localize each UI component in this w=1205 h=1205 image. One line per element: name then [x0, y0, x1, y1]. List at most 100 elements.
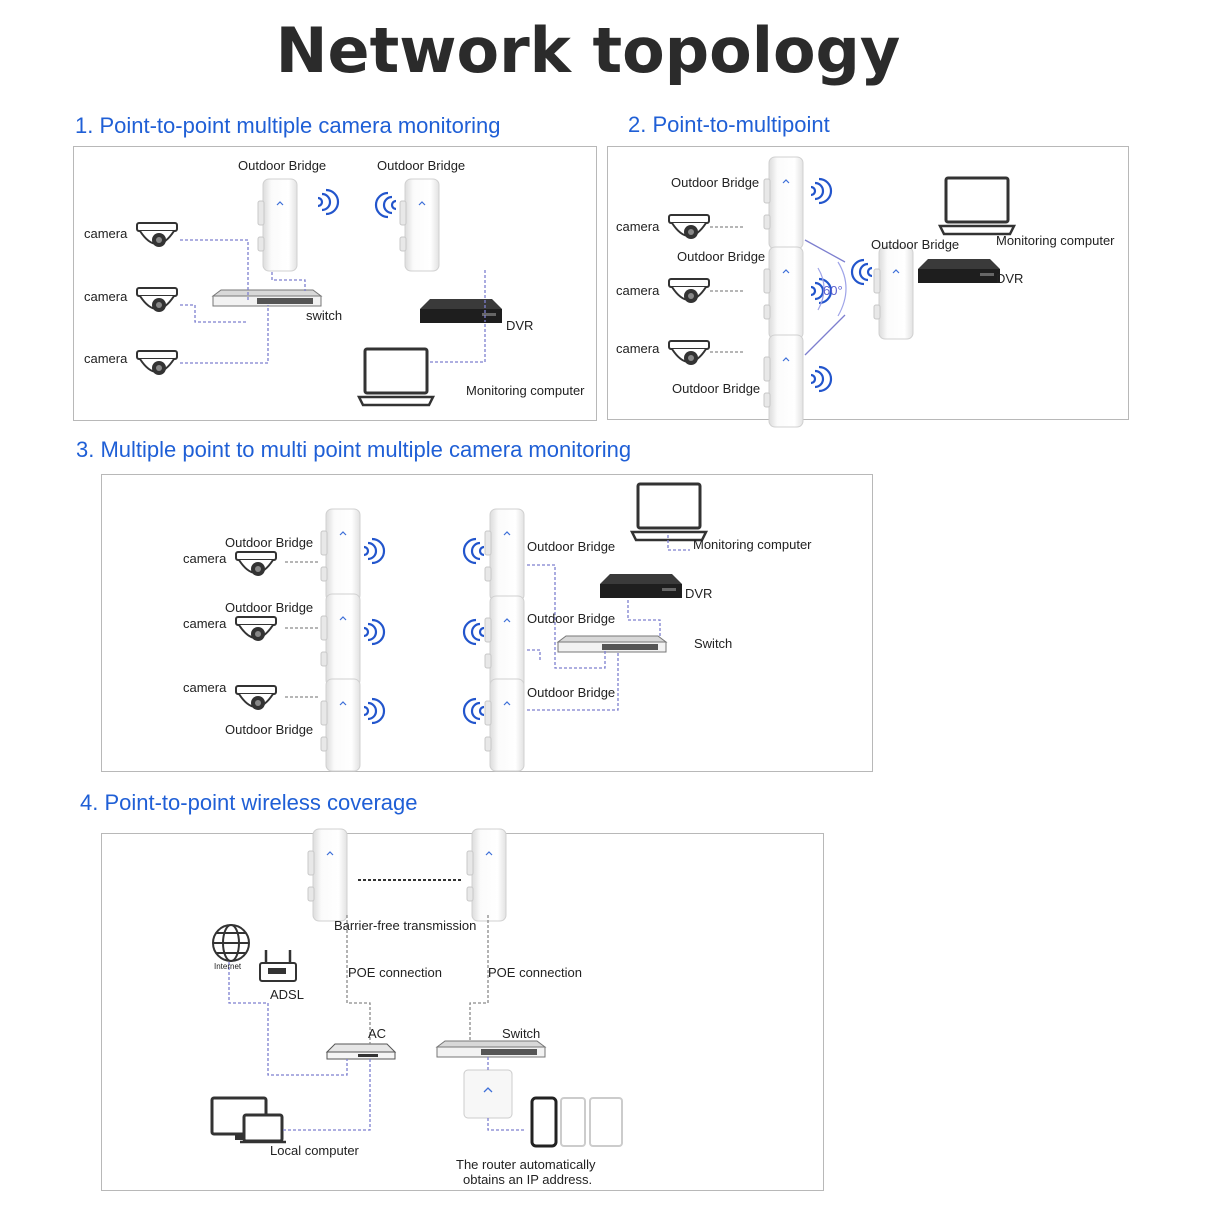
page-title: Network topology — [275, 14, 901, 87]
p1-camera-1-label: camera — [84, 226, 128, 241]
p2-bridge-center-label: Outdoor Bridge — [871, 237, 960, 252]
p4-switch — [436, 1040, 546, 1058]
p4-transmission-label: Barrier-free transmission — [334, 918, 477, 933]
p2-bridge-3-label: Outdoor Bridge — [672, 381, 761, 396]
panel-point-to-point — [73, 146, 597, 421]
p3-bridge-l2-label: Outdoor Bridge — [225, 600, 314, 615]
router-icon — [463, 1069, 513, 1119]
adsl-modem-icon — [259, 950, 297, 982]
p3-camera-links — [285, 561, 320, 698]
p1-devices — [136, 178, 502, 407]
p1-camera-3 — [136, 350, 178, 376]
tablet-icon — [560, 1097, 623, 1147]
p1-bridge-a-label: Outdoor Bridge — [238, 158, 327, 173]
p1-switch-label: switch — [306, 308, 343, 323]
p1-bridge-a — [257, 178, 298, 272]
p3-switch — [557, 635, 667, 653]
p4-router-note-line1: The router automatically — [456, 1157, 596, 1172]
p1-links — [180, 239, 486, 364]
p3-computer — [630, 482, 708, 542]
p4-lan-lines — [228, 962, 525, 1131]
p2-wifi-icon-1 — [809, 177, 833, 205]
p3-bridge-r3 — [484, 678, 525, 772]
p3-bridge-l1 — [320, 508, 361, 602]
p3-camera-2 — [235, 616, 277, 642]
p3-wifi-icon-l3 — [362, 697, 386, 725]
p1-dvr-label: DVR — [506, 318, 534, 333]
p1-switch — [212, 289, 322, 307]
p3-dvr — [600, 574, 682, 598]
p3-bridge-r1 — [484, 508, 525, 602]
p4-devices — [307, 828, 546, 1058]
p4-internet-label: Internet — [214, 962, 242, 971]
p2-camera-links — [710, 226, 745, 353]
p2-computer — [938, 176, 1016, 236]
p3-dvr-label: DVR — [685, 586, 713, 601]
p4-local-computer-label: Local computer — [270, 1143, 359, 1158]
p2-camera-1-label: camera — [616, 219, 660, 234]
p1-wifi-icon-a — [316, 188, 340, 216]
p3-wifi-icon-l2 — [362, 618, 386, 646]
section-4-title: 4. Point-to-point wireless coverage — [80, 790, 418, 815]
p4-ac-label: AC — [368, 1026, 387, 1041]
p3-bridge-r2-label: Outdoor Bridge — [527, 611, 616, 626]
p2-computer-label: Monitoring computer — [996, 233, 1115, 248]
p3-wifi-icon-r1 — [462, 537, 486, 565]
p4-poe-right-label: POE connection — [488, 965, 582, 980]
p2-camera-2 — [668, 278, 710, 304]
p4-switch-label: Switch — [502, 1026, 541, 1041]
p2-bridge-2-label: Outdoor Bridge — [677, 249, 766, 264]
p3-bridge-l2 — [320, 593, 361, 687]
p3-wifi-icon-l1 — [362, 537, 386, 565]
p3-camera-1-label: camera — [183, 551, 227, 566]
p2-wifi-icon-center — [850, 258, 874, 286]
p1-camera-1 — [136, 222, 178, 248]
p1-dvr — [420, 299, 502, 323]
internet-globe-icon — [212, 924, 250, 962]
p4-poe-lines — [346, 915, 489, 1044]
p3-bridge-r2 — [484, 595, 525, 689]
section-1-title: 1. Point-to-point multiple camera monito… — [75, 113, 501, 138]
p4-poe-left-label: POE connection — [348, 965, 442, 980]
p1-wifi-icon-b — [374, 191, 398, 219]
p3-bridge-r1-label: Outdoor Bridge — [527, 539, 616, 554]
ac-device-icon — [325, 1043, 397, 1060]
p3-wifi-icon-r3 — [462, 697, 486, 725]
p2-angle-label: 60° — [823, 283, 843, 298]
section-3-title: 3. Multiple point to multi point multipl… — [76, 437, 632, 462]
p2-angle-arc — [817, 261, 847, 317]
section-2-title: 2. Point-to-multipoint — [628, 112, 830, 137]
p2-dvr-label: DVR — [996, 271, 1024, 286]
p4-router-note-line2: obtains an IP address. — [463, 1172, 593, 1187]
p1-bridge-b-label: Outdoor Bridge — [377, 158, 466, 173]
p4-bridge-right — [466, 828, 507, 922]
p2-bridge-1 — [763, 156, 804, 250]
p2-bridge-center — [873, 246, 914, 340]
p2-bridge-1-label: Outdoor Bridge — [671, 175, 760, 190]
p3-camera-1 — [235, 551, 277, 577]
p2-camera-1 — [668, 214, 710, 240]
p3-computer-label: Monitoring computer — [693, 537, 812, 552]
p2-camera-3 — [668, 340, 710, 366]
p1-camera-3-label: camera — [84, 351, 128, 366]
p3-bridge-r3-label: Outdoor Bridge — [527, 685, 616, 700]
p2-camera-2-label: camera — [616, 283, 660, 298]
p2-wireless-links — [804, 239, 846, 356]
p2-wifi-icon-3 — [809, 365, 833, 393]
p3-bridge-l3-label: Outdoor Bridge — [225, 722, 314, 737]
p3-camera-2-label: camera — [183, 616, 227, 631]
p3-camera-3-label: camera — [183, 680, 227, 695]
p3-camera-3 — [235, 685, 277, 711]
p4-adsl-label: ADSL — [270, 987, 304, 1002]
p1-computer-label: Monitoring computer — [466, 383, 585, 398]
p2-bridge-2 — [763, 246, 804, 340]
p4-bridge-left — [307, 828, 348, 922]
p3-bridge-l3 — [320, 678, 361, 772]
p3-switch-label: Switch — [694, 636, 733, 651]
p1-camera-2-label: camera — [84, 289, 128, 304]
local-computer-icon — [210, 1096, 286, 1144]
p2-dvr — [918, 259, 1000, 283]
p2-camera-3-label: camera — [616, 341, 660, 356]
p3-links — [527, 535, 690, 711]
